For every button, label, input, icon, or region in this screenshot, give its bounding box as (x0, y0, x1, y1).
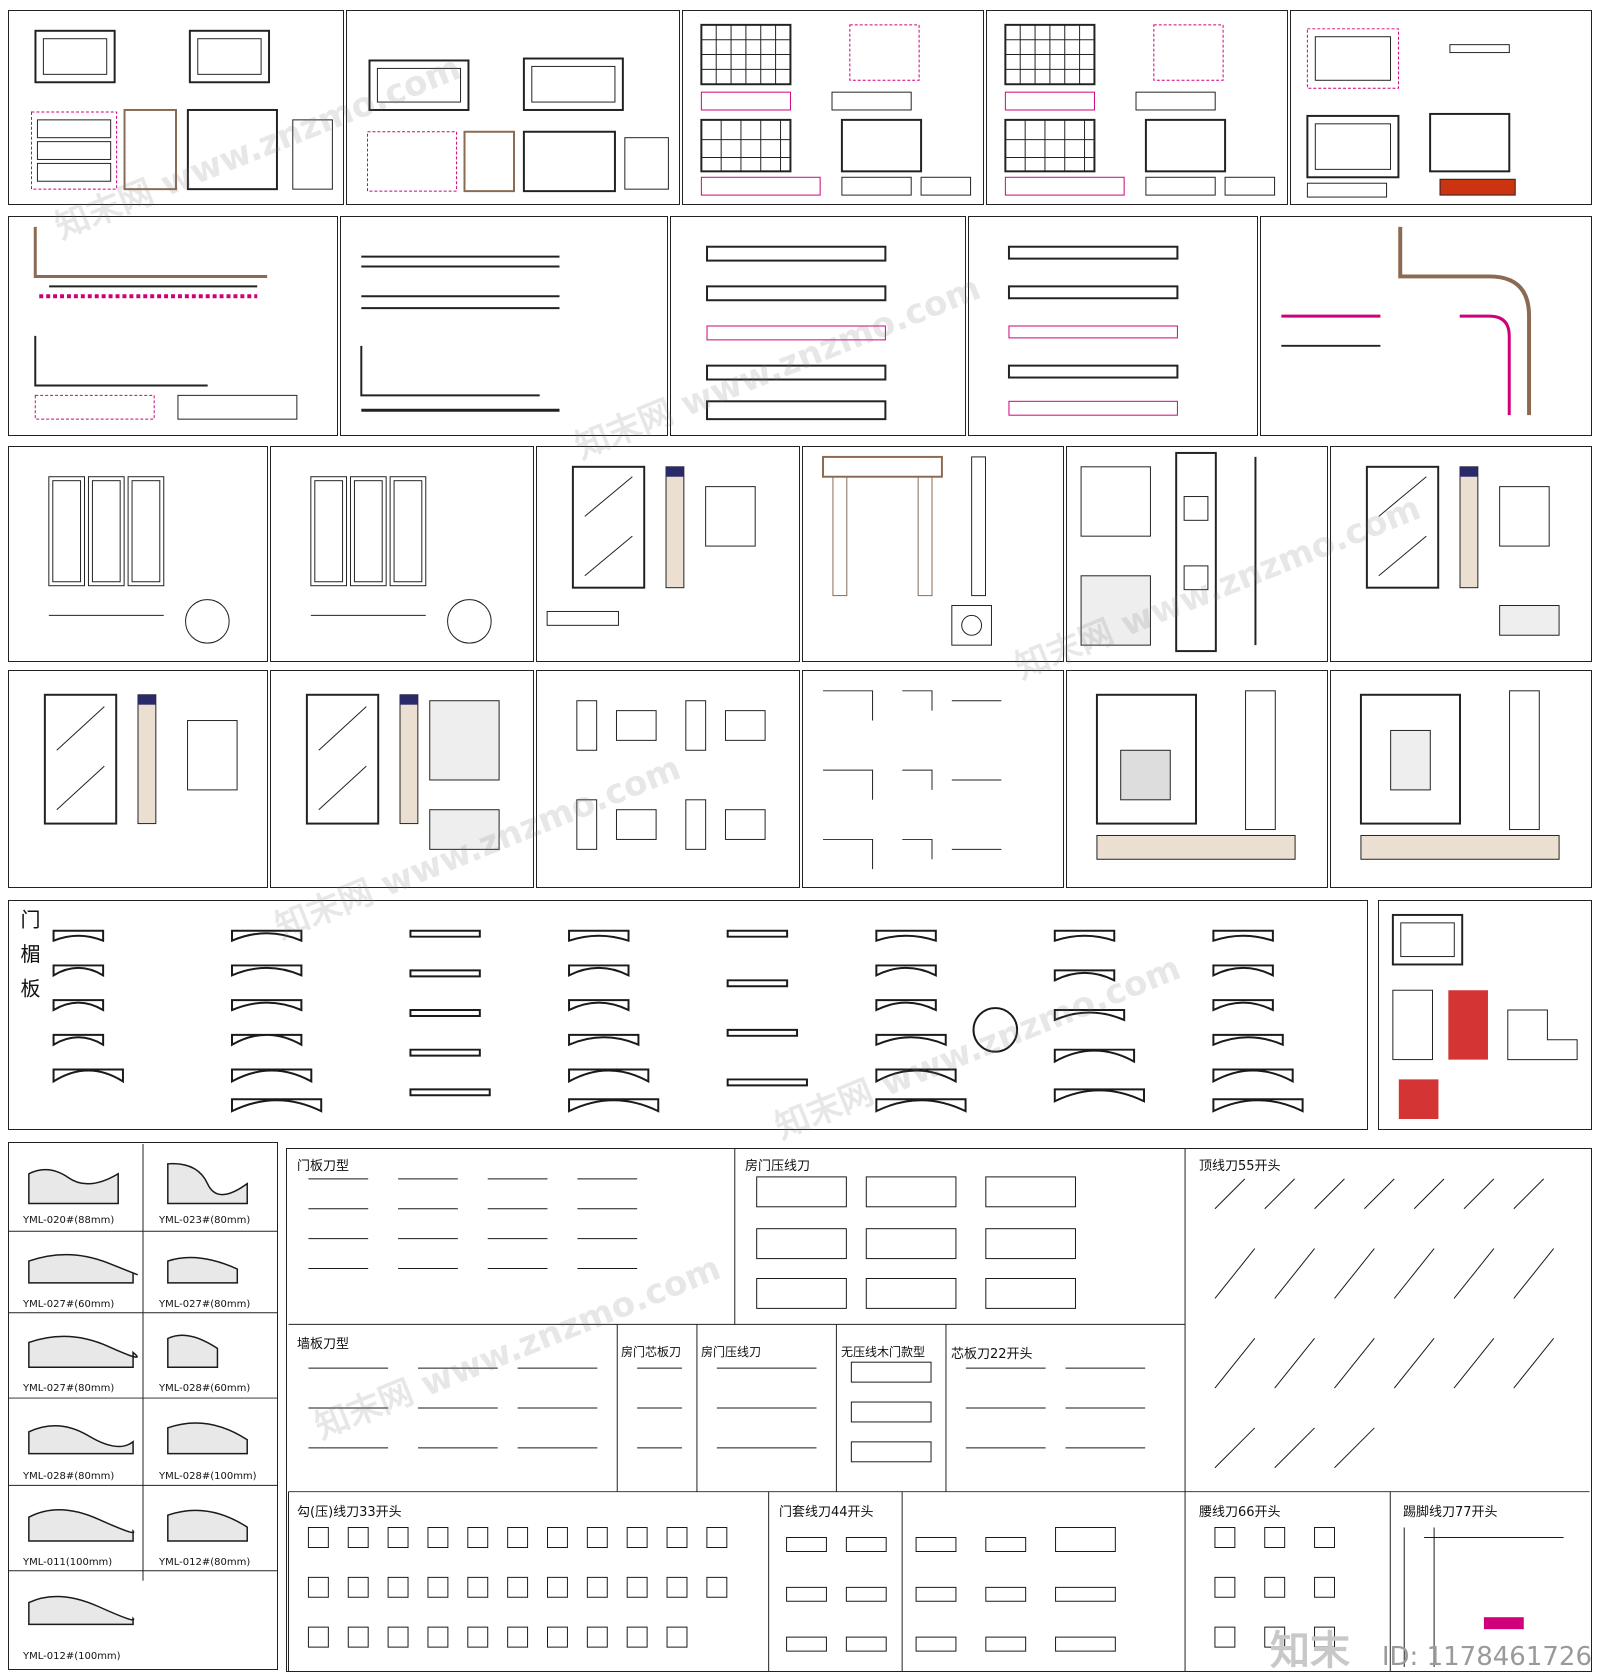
profile-label: YML-028#(100mm) (159, 1471, 257, 1482)
profile-label: YML-027#(80mm) (159, 1299, 251, 1310)
sheet-column-detail (1066, 446, 1328, 662)
grid-cabinet-drawing (700, 23, 972, 196)
sheet-cabinet-red (1378, 900, 1592, 1130)
sheet-cornice-4 (968, 216, 1258, 436)
sheet-door-1 (8, 446, 268, 662)
column-drawing (1080, 451, 1257, 653)
sheet-frame-detail (1290, 10, 1592, 205)
cutter-catalog-drawing (287, 1149, 1590, 1671)
cabinet-drawing (31, 29, 333, 191)
sheet-profile-set (802, 670, 1064, 888)
profile-label: YML-023#(80mm) (159, 1215, 251, 1226)
frame-detail-drawing (1306, 28, 1516, 198)
panel-title-press-line: 房门压线刀 (701, 1345, 762, 1359)
profile-label: YML-028#(80mm) (23, 1471, 115, 1482)
window-drawing (546, 465, 756, 626)
sheet-grid-cabinet-1 (682, 10, 984, 205)
profile-label: YML-027#(80mm) (23, 1383, 115, 1394)
door-frame-drawing (1095, 690, 1296, 860)
fireplace-drawing (822, 455, 992, 646)
znzmo-logo: 知末 (1270, 1628, 1350, 1674)
image-id: ID: 1178461726 (1381, 1642, 1592, 1672)
panel-title-door-44: 门套线刀44开头 (779, 1505, 874, 1520)
sheet-grid-cabinet-2 (986, 10, 1288, 205)
profile-label: YML-020#(88mm) (23, 1215, 115, 1226)
sheet-moulding-sections (536, 670, 800, 888)
panel-title-door-panel: 门板刀型 (297, 1159, 350, 1174)
profile-label: YML-012#(80mm) (159, 1557, 251, 1568)
moulding-drawing (576, 700, 766, 850)
sheet-window-1 (536, 446, 800, 662)
sheet-cornice-2 (340, 216, 668, 436)
sheet-door-frame-1 (1066, 670, 1328, 888)
sheet-window-2 (1330, 446, 1592, 662)
door-frame-drawing (1359, 690, 1560, 860)
sheet-cornice-3 (670, 216, 966, 436)
yml-profiles-drawing (9, 1143, 277, 1626)
door-lintel-label: 门 楣 板 (17, 909, 41, 1002)
panel-title-waist-66: 腰线刀66开头 (1199, 1505, 1281, 1520)
sheet-door-frame-2 (1330, 670, 1592, 888)
panel-title-foot-77: 踢脚线刀77开头 (1403, 1505, 1498, 1520)
profile-drawing (823, 690, 1002, 870)
sheet-cornice-5 (1260, 216, 1592, 436)
sheet-window-3 (8, 670, 268, 888)
panel-title-door-press: 房门压线刀 (745, 1159, 811, 1174)
window-drawing (43, 693, 238, 825)
cornice-drawing (33, 226, 298, 420)
panel-title-no-press: 无压线木门款型 (841, 1345, 926, 1359)
sheet-fireplace (802, 446, 1064, 662)
cabinet-red-drawing (1391, 913, 1578, 1120)
sheet-yml-profiles: YML-020#(88mm) YML-023#(80mm) YML-027#(6… (8, 1142, 278, 1670)
panel-title-core-panel: 房门芯板刀 (621, 1345, 682, 1359)
profile-label: YML-027#(60mm) (23, 1299, 115, 1310)
cornice-drawing (1281, 226, 1532, 416)
cornice-drawing (360, 255, 560, 412)
window-drawing (1365, 465, 1560, 636)
panel-title-top-line: 顶线刀55开头 (1199, 1159, 1281, 1174)
sheet-cutter-catalog: 门板刀型 房门压线刀 顶线刀55开头 墙板刀型 房门芯板刀 房门压线刀 无压线木… (286, 1148, 1592, 1672)
sheet-cabinet-1 (8, 10, 344, 205)
profile-label: YML-028#(60mm) (159, 1383, 251, 1394)
sheet-cabinet-2 (346, 10, 680, 205)
cabinet-drawing (367, 57, 669, 193)
grid-cabinet-drawing (1004, 23, 1276, 196)
door-drawing (48, 476, 230, 644)
cornice-drawing (1007, 245, 1179, 416)
panel-title-hook-33: 勾(压)线刀33开头 (297, 1505, 402, 1520)
profile-label: YML-011(100mm) (23, 1557, 113, 1568)
cornice-drawing (706, 245, 887, 421)
sheet-door-lintel: 门 楣 板 (8, 900, 1368, 1130)
panel-title-core-22: 芯板刀22开头 (951, 1347, 1033, 1362)
lintel-drawing (52, 929, 1304, 1113)
sheet-cornice-1 (8, 216, 338, 436)
window-drawing (305, 693, 500, 850)
sheet-door-2 (270, 446, 534, 662)
door-drawing (310, 476, 492, 644)
panel-title-wall-panel: 墙板刀型 (297, 1337, 350, 1352)
sheet-window-4 (270, 670, 534, 888)
profile-label: YML-012#(100mm) (23, 1651, 121, 1662)
